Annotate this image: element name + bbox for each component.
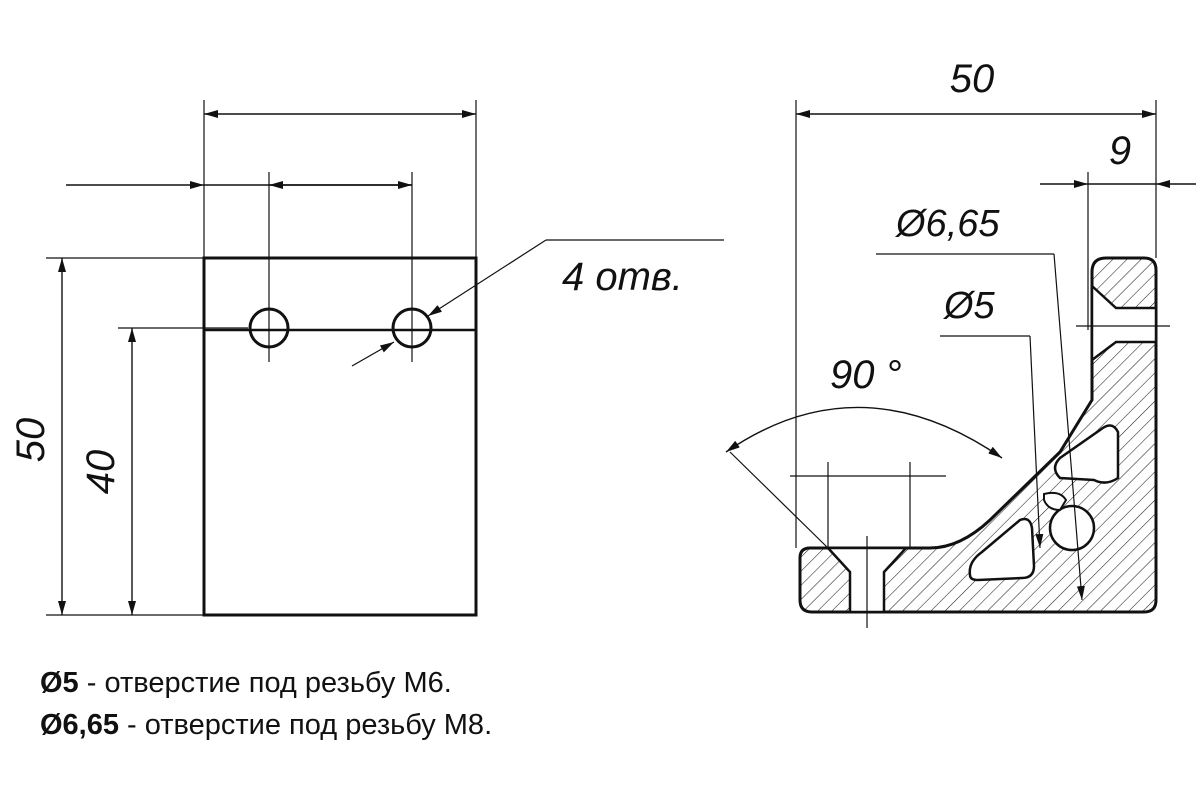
holes-note: 4 отв. [562,255,683,299]
note-m6-text: - отверстие под резьбу М6. [78,667,452,699]
note-m8: Ø6,65 - отверстие под резьбу М8. [40,704,492,746]
dim-offset-9: 9 [1109,129,1131,173]
note-m6-symbol: Ø5 [40,667,79,699]
dim-hole-5: Ø5 [942,285,996,327]
dim-hole-665: Ø6,65 [894,203,1000,245]
front-view [46,100,724,617]
dim-height-50-front: 50 [9,418,53,463]
dim-angle-90: 90 ° [830,353,902,397]
angle-90-arc [725,406,1003,459]
dia-665-leader-vertical [1053,253,1085,601]
dim-height-40: 40 [79,450,123,495]
profile-slot [1043,491,1068,512]
dia-5-leader-vertical [1029,335,1044,549]
thread-notes: Ø5 - отверстие под резьбу М6. Ø6,65 - от… [40,662,492,746]
angle-ext-left [729,451,829,549]
note-m6: Ø5 - отверстие под резьбу М6. [40,662,492,704]
dim-width-50-side: 50 [950,57,995,101]
profile-center-bore [1048,504,1096,552]
holes-leader-tail [351,341,395,367]
note-m8-text: - отверстие под резьбу М8. [119,709,493,741]
front-body-outline [202,256,478,617]
side-view-dimensions [725,100,1196,628]
side-countersink [1090,283,1158,363]
profile-cavity-lower [968,517,1036,582]
holes-leader-diagonal [427,239,547,317]
note-m8-symbol: Ø6,65 [40,709,119,741]
